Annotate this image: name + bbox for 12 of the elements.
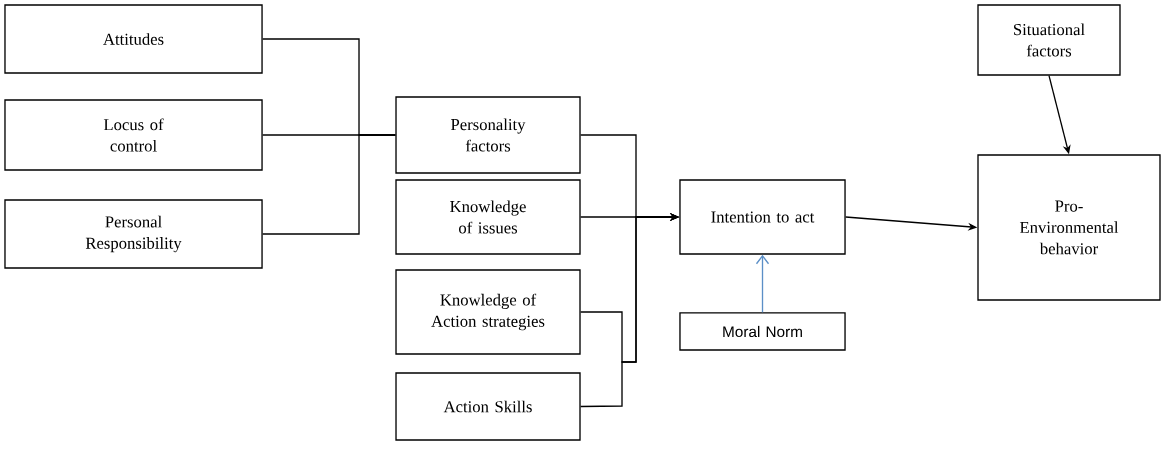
process-box: Pro-Environmental behavior [977,154,1161,301]
process-box: Situational factors [977,4,1121,76]
arrow [755,254,770,313]
process-box: Moral Norm [679,312,846,351]
process-box: Action Skills [395,372,581,441]
process-box: Knowledge of issues [395,179,581,255]
process-box: Personal Responsibility [4,199,263,269]
process-box: Locus of control [4,99,263,171]
process-box: Intention to act [679,179,846,255]
process-box: Personality factors [395,96,581,174]
process-box: Attitudes [4,4,263,74]
process-box: Knowledge of Action strategies [395,269,581,355]
